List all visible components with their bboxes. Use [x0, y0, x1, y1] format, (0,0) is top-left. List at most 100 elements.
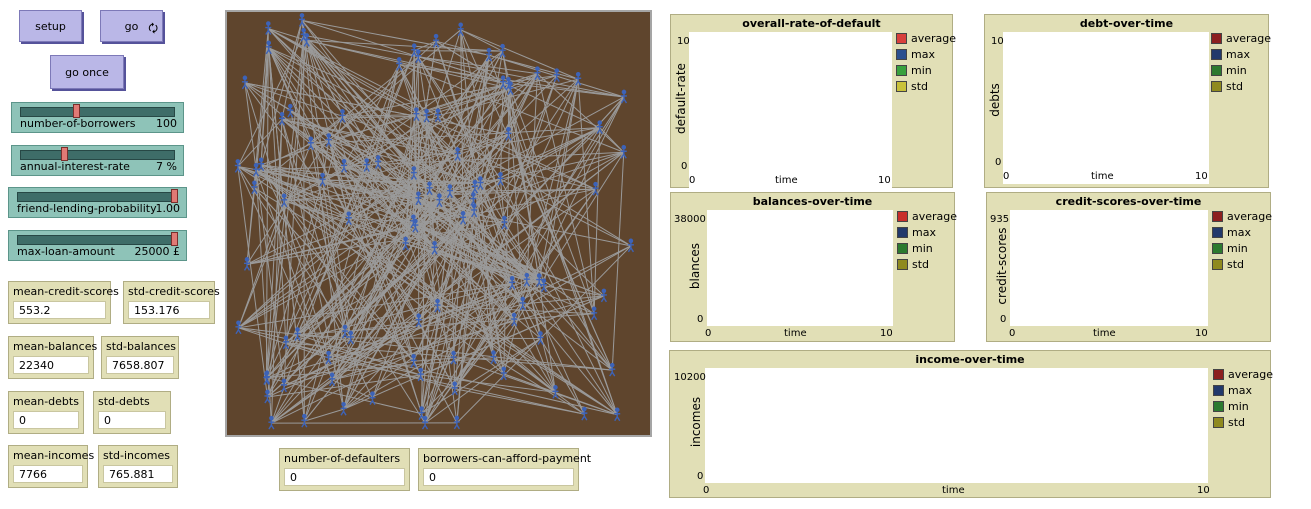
network-link	[342, 83, 509, 117]
agent-body	[477, 180, 484, 190]
slider-thumb[interactable]	[171, 189, 178, 203]
monitor-mean-debts: mean-debts 0	[8, 391, 84, 434]
agent-body	[575, 76, 582, 86]
legend-label: min	[1226, 64, 1247, 77]
agent-body	[402, 240, 409, 251]
agent-head	[419, 406, 424, 411]
agent-head	[414, 107, 419, 112]
agent-head	[264, 371, 269, 376]
agent-head	[511, 312, 517, 318]
agent-body	[431, 245, 438, 255]
network-link	[255, 170, 333, 381]
agent-body	[485, 52, 493, 62]
world-view[interactable]	[225, 10, 652, 437]
network-link	[306, 40, 419, 200]
go-button[interactable]: go🗘	[100, 10, 163, 42]
person-icon	[459, 211, 467, 225]
slider-track	[20, 150, 175, 160]
network-link	[310, 143, 345, 167]
agent-head	[472, 179, 478, 185]
network-link	[266, 54, 490, 398]
agent-body	[257, 161, 265, 172]
network-link	[424, 75, 558, 424]
monitor-std-balances: std-balances 7658.807	[101, 336, 179, 379]
agent-head	[281, 378, 287, 384]
agent-body	[410, 218, 417, 229]
agent-head	[302, 413, 307, 419]
setup-label: setup	[35, 19, 66, 33]
person-icon	[451, 381, 458, 396]
agent-head	[500, 75, 506, 81]
network-link	[328, 243, 407, 359]
agent-body	[451, 385, 458, 396]
agent-head	[454, 415, 460, 421]
agent-body	[268, 420, 275, 430]
agent-head	[370, 391, 375, 396]
plot-xlabel: time	[1093, 328, 1116, 339]
plot-ymax: 10	[677, 36, 690, 47]
slider-max-loan-amount[interactable]: max-loan-amount 25000 £	[8, 230, 187, 261]
person-icon	[251, 180, 258, 195]
agent-body	[412, 223, 419, 233]
slider-annual-interest-rate[interactable]: annual-interest-rate 7 %	[11, 145, 184, 176]
network-link	[424, 179, 501, 424]
network-link	[510, 88, 556, 393]
agent-body	[340, 406, 347, 416]
agent-body	[620, 149, 627, 159]
agent-body	[251, 184, 258, 195]
agent-body	[540, 282, 547, 293]
person-icon	[298, 13, 306, 27]
network-link	[268, 47, 438, 307]
person-icon	[434, 108, 442, 123]
plot-xmin: 0	[705, 328, 712, 339]
monitor-borrowers-can-afford-payment: borrowers-can-afford-payment 0	[418, 448, 591, 491]
plot-xlabel: time	[775, 175, 798, 186]
network-link	[267, 28, 430, 190]
network-link	[246, 28, 269, 265]
person-icon	[500, 75, 507, 90]
network-link	[502, 82, 618, 415]
person-icon	[592, 181, 599, 196]
network-link	[418, 56, 625, 98]
legend-label: max	[1228, 384, 1252, 397]
go-once-button[interactable]: go once	[50, 55, 124, 89]
network-link	[268, 47, 287, 343]
agent-body	[282, 339, 290, 350]
agent-body	[505, 131, 512, 141]
agent-head	[342, 324, 348, 330]
agent-body	[501, 220, 508, 230]
agent-head	[609, 362, 615, 368]
agent-head	[621, 144, 627, 150]
person-icon	[501, 215, 508, 230]
person-icon	[620, 89, 628, 104]
network-link	[426, 115, 494, 358]
person-icon	[436, 193, 443, 208]
slider-label: number-of-borrowers	[20, 117, 136, 130]
slider-number-of-borrowers[interactable]: number-of-borrowers 100	[11, 102, 184, 133]
setup-button[interactable]: setup	[19, 10, 82, 42]
network-link	[331, 200, 440, 381]
network-link	[328, 140, 556, 393]
monitor-value: 153.176	[128, 301, 210, 319]
network-link	[412, 221, 439, 307]
agent-body	[340, 163, 348, 173]
agent-head	[541, 278, 547, 283]
network-link	[260, 47, 270, 165]
monitor-std-incomes: std-incomes 765.881	[98, 445, 178, 488]
plot-area	[1003, 32, 1209, 184]
network-link	[268, 47, 524, 305]
agent-head	[435, 108, 441, 113]
slider-label: annual-interest-rate	[20, 160, 130, 173]
network-link	[322, 88, 511, 181]
agent-head	[500, 43, 505, 49]
slider-thumb[interactable]	[171, 232, 178, 246]
network-link	[500, 179, 618, 415]
network-link	[237, 34, 305, 167]
slider-thumb[interactable]	[73, 104, 81, 118]
agent-body	[426, 185, 433, 196]
agent-body	[497, 176, 504, 186]
network-link	[301, 19, 419, 58]
agent-head	[299, 13, 305, 18]
slider-friend-lending-probability[interactable]: friend-lending-probability 1.00	[8, 187, 187, 218]
slider-thumb[interactable]	[61, 147, 69, 161]
